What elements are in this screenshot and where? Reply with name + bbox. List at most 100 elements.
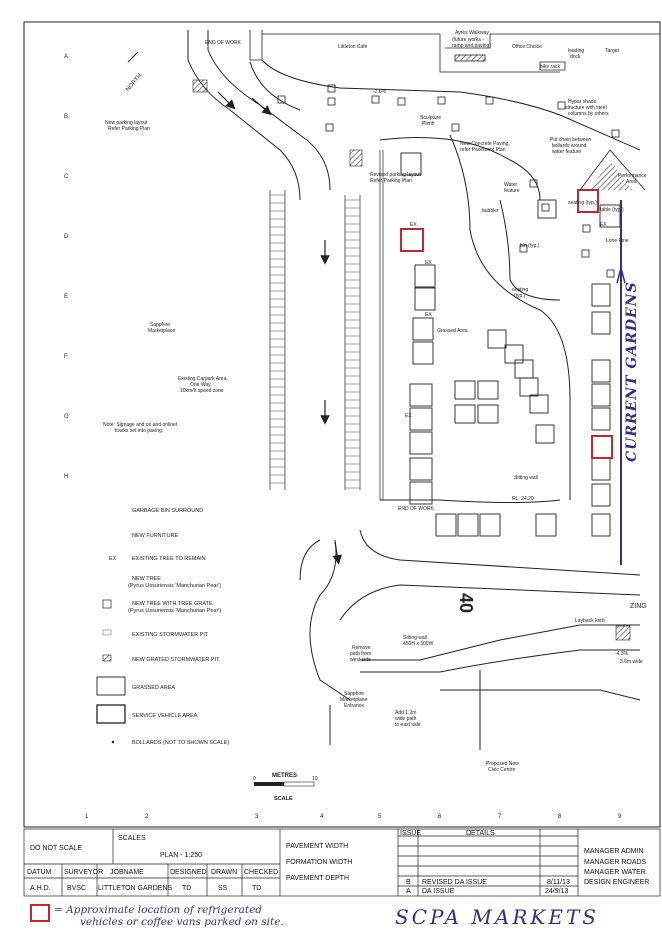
tree-grate-squares xyxy=(400,152,621,537)
label-sculpture: Sculpture xyxy=(420,115,441,121)
label-ayres-note2: ramp and paving) xyxy=(452,43,491,49)
grid-letter-g: G xyxy=(64,414,69,420)
tb-header-jobname: JOBNAME xyxy=(110,869,144,876)
ex-label-5: EX xyxy=(425,260,432,266)
furniture-marker xyxy=(541,203,550,212)
annotation-title: SCPA MARKETS xyxy=(395,905,599,929)
label-revised-parking2: Refer Parking Plan xyxy=(370,178,412,184)
tb-rev-b-issue: B xyxy=(406,879,411,886)
furniture-marker xyxy=(606,269,615,278)
label-zing: ZING xyxy=(630,603,647,610)
grid-number-5: 5 xyxy=(378,814,382,820)
grid-number-2: 2 xyxy=(145,814,149,820)
furniture-marker xyxy=(327,97,336,106)
scale-label: SCALE xyxy=(274,796,293,802)
tb-rev-a-details: DA ISSUE xyxy=(422,888,455,895)
grid-number-6: 6 xyxy=(438,814,442,820)
scale-end: 10 xyxy=(312,776,318,782)
title-block xyxy=(23,828,661,897)
tree-grate-square xyxy=(477,380,499,400)
tree-grate-square xyxy=(591,359,611,383)
tb-value-jobname: LITTLETON GARDENS xyxy=(98,885,172,892)
north-arrow: NORTH xyxy=(125,51,143,93)
tree-grate-square xyxy=(535,513,557,537)
grid-numbers: 1 2 3 4 5 6 7 8 9 xyxy=(85,814,622,820)
label-hypar: Hypar shade xyxy=(568,99,597,105)
legend-new-tree-species: (Pyrus Ussuriensis 'Manchurian Pear') xyxy=(128,583,221,589)
label-layback: Layback kerb xyxy=(575,618,605,624)
label-add-path: Add 1.2m xyxy=(395,710,416,716)
tree-grate-square xyxy=(591,457,611,481)
grid-letter-h: H xyxy=(64,474,68,480)
label-bike-rack: bike rack xyxy=(540,64,561,70)
legend: GARBAGE BIN SURROUND NEW FURNITURE EX EX… xyxy=(96,508,229,746)
label-sapphire-entrance3: Entrance xyxy=(344,703,364,709)
red-marker-square xyxy=(400,228,424,252)
label-sitting-wall2: Sitting wall xyxy=(403,635,427,641)
label-seating-top: seating (typ.) xyxy=(568,200,597,206)
tb-value-checked: TD xyxy=(252,885,261,892)
drawing-frame xyxy=(23,21,661,828)
tree-grate-square xyxy=(591,383,611,407)
label-remove-path2: path from xyxy=(350,651,371,657)
label-grade-right: -4.3% xyxy=(615,651,629,657)
grassed-area-boundary xyxy=(379,134,571,503)
scale-title: METRES xyxy=(272,773,297,779)
title-block-text: DO NOT SCALE SCALES PLAN - 1:250 PAVEMEN… xyxy=(27,830,649,895)
tree-grate-square xyxy=(435,513,457,537)
label-note: Note: Signage and on and onlinet xyxy=(103,422,178,428)
carpark-area xyxy=(269,150,384,500)
scale-bar: METRES 0 5 10 SCALE xyxy=(253,773,318,802)
furniture-marker xyxy=(557,101,566,110)
label-bubbler: bubbler xyxy=(482,208,499,214)
tree-grate-square xyxy=(479,513,501,537)
tree-grate-square xyxy=(591,311,611,335)
tb-manager-roads: MANAGER ROADS xyxy=(584,859,647,866)
tree-grate-square xyxy=(591,283,611,307)
label-table-typ: table (typ.) xyxy=(600,207,624,213)
tree-grate-square xyxy=(414,287,436,311)
current-gardens-label: CURRENT GARDENS xyxy=(624,281,640,462)
tree-grate-square xyxy=(454,404,476,424)
tree-grate-square xyxy=(454,380,476,400)
tb-rev-a-date: 24/9/13 xyxy=(545,888,568,895)
furniture-marker xyxy=(451,123,460,132)
tb-issue: ISSUE xyxy=(400,830,421,837)
legend-tree-grate-symbol xyxy=(102,599,112,609)
label-proposed-civic2: Civic Centre xyxy=(488,767,515,773)
label-performance: Performance xyxy=(618,173,647,179)
label-end-of-work-top: END OF WORK xyxy=(205,40,241,46)
tree-grate-square xyxy=(400,152,422,176)
label-end-of-work-mid: END OF WORK xyxy=(398,506,434,512)
direction-arrow-3 xyxy=(251,97,272,116)
tree-grate-square xyxy=(477,404,499,424)
legend-bollard-symbol xyxy=(111,740,115,744)
legend-existing-pit-symbol xyxy=(102,629,112,636)
current-gardens-arrow xyxy=(616,265,626,284)
legend-service-vehicle: SERVICE VEHICLE AREA xyxy=(132,713,198,719)
tb-details: DETAILS xyxy=(466,830,495,837)
road-outline xyxy=(187,30,641,201)
label-grade-top: -2.6% xyxy=(373,89,387,95)
label-hypar3: columns by others xyxy=(568,111,609,117)
tb-manager-admin: MANAGER ADMIN xyxy=(584,848,644,855)
label-ayres-walkway: Ayres Walkway xyxy=(455,30,489,36)
label-add-path2: wide path xyxy=(395,716,417,722)
label-feature: feature xyxy=(504,188,520,194)
label-sitting-wall2b: 450H x 300W xyxy=(403,641,434,647)
furniture-marker xyxy=(397,97,406,106)
label-remove-path3: west side xyxy=(350,657,371,663)
ex-label-1: EX xyxy=(410,222,417,228)
grid-letter-b: B xyxy=(64,114,68,120)
label-sapphire-marketplace2: Marketplace xyxy=(148,328,175,334)
label-office-choice: Office Choice xyxy=(512,44,542,50)
annotation-legend-line2: vehicles or coffee vans parked on site. xyxy=(80,916,284,928)
tree-grate-square xyxy=(457,513,479,537)
label-hypar2: structure with steel xyxy=(565,105,607,111)
label-water: Water xyxy=(504,182,517,188)
legend-grassed-symbol xyxy=(96,676,126,696)
tb-pavement-width: PAVEMENT WIDTH xyxy=(286,843,348,850)
tree-grate-square xyxy=(537,199,557,219)
ex-label-4: EX xyxy=(600,222,607,228)
